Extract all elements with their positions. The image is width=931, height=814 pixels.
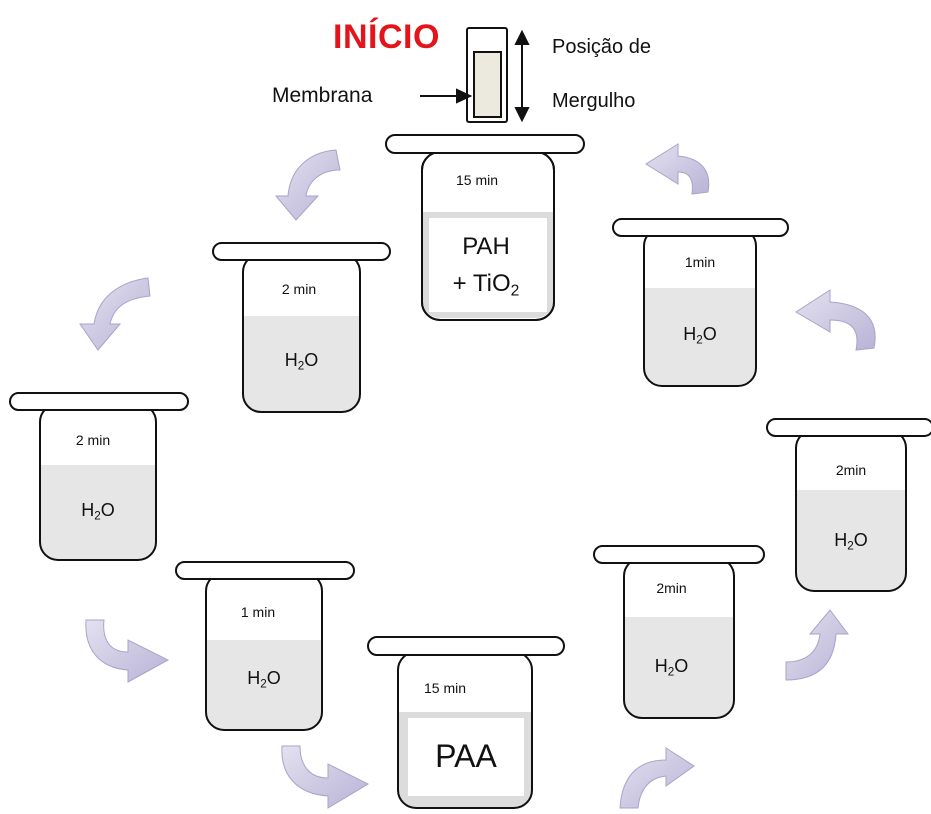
beaker-pah (385, 134, 585, 321)
beaker-rinse-right-mid (766, 418, 931, 592)
flow-arrow-2 (795, 289, 876, 351)
h-text: H (654, 656, 668, 676)
beaker-rinse-right-top-solution: H2O (644, 324, 756, 347)
subscript-2: 2 (94, 509, 101, 523)
beaker-rinse-left-top-time: 2 min (281, 281, 317, 297)
dip-position-label-line2: Mergulho (552, 90, 636, 112)
beaker-rinse-right-mid-time: 2min (835, 462, 867, 478)
beaker-rinse-right-low-solution: H2O (624, 656, 719, 679)
flow-arrow-8 (785, 609, 849, 681)
flow-arrow-6 (281, 745, 370, 809)
beaker-pah-solution-line1: PAH (462, 233, 510, 260)
h-text: H (683, 324, 697, 344)
beaker-rinse-right-top-time: 1min (684, 254, 716, 270)
subscript-2: 2 (260, 677, 267, 691)
beaker-rinse-left-low-time: 1 min (240, 604, 276, 620)
beaker-rinse-left-mid-time: 2 min (75, 432, 111, 448)
beaker-rinse-left-mid (9, 392, 189, 561)
beaker-rinse-right-low-time: 2min (656, 580, 687, 596)
subscript-2: 2 (696, 333, 703, 347)
beaker-paa-time: 15 min (423, 680, 467, 696)
flow-arrow-5 (85, 619, 170, 683)
beaker-pah-solution-line2: + TiO2 (430, 270, 542, 301)
o-text: O (266, 668, 281, 688)
pah-tio-text: + TiO (452, 270, 511, 297)
o-text: O (304, 350, 319, 370)
substrate-holder (466, 27, 508, 123)
beaker-rinse-right-top (612, 218, 789, 387)
h-text: H (247, 668, 261, 688)
flow-arrow-4 (79, 277, 151, 351)
subscript-2: 2 (297, 359, 305, 373)
o-text: O (674, 656, 689, 676)
beaker-rinse-left-top-solution: H2O (243, 350, 360, 373)
beaker-rinse-right-mid-solution: H2O (796, 530, 906, 553)
beaker-paa (367, 636, 565, 809)
o-text: O (702, 324, 717, 344)
beaker-rinse-left-low (175, 561, 355, 731)
beaker-rinse-right-low (593, 545, 765, 719)
flow-arrow-7 (619, 747, 695, 809)
o-text: O (100, 500, 115, 520)
h-text: H (81, 500, 95, 520)
beaker-rinse-left-top (212, 242, 391, 413)
dip-position-label-line1: Posição de (552, 36, 651, 58)
h-text: H (834, 530, 848, 550)
beaker-pah-time: 15 min (455, 172, 499, 188)
flow-arrow-3 (274, 149, 341, 221)
membrane-pointer-arrow (420, 88, 473, 104)
o-text: O (853, 530, 868, 550)
pah-tio-subscript: 2 (510, 282, 520, 300)
start-title: INÍCIO (333, 18, 440, 56)
beaker-rinse-left-mid-solution: H2O (40, 500, 156, 523)
flow-arrow-1 (645, 143, 710, 195)
beaker-paa-solution: PAA (435, 738, 497, 774)
dip-position-arrow (514, 29, 530, 123)
subscript-2: 2 (847, 539, 854, 553)
h-text: H (284, 350, 298, 370)
membrane-sample (473, 51, 502, 118)
subscript-2: 2 (667, 665, 675, 679)
membrane-label: Membrana (272, 84, 373, 107)
beaker-rinse-left-low-solution: H2O (206, 668, 322, 691)
